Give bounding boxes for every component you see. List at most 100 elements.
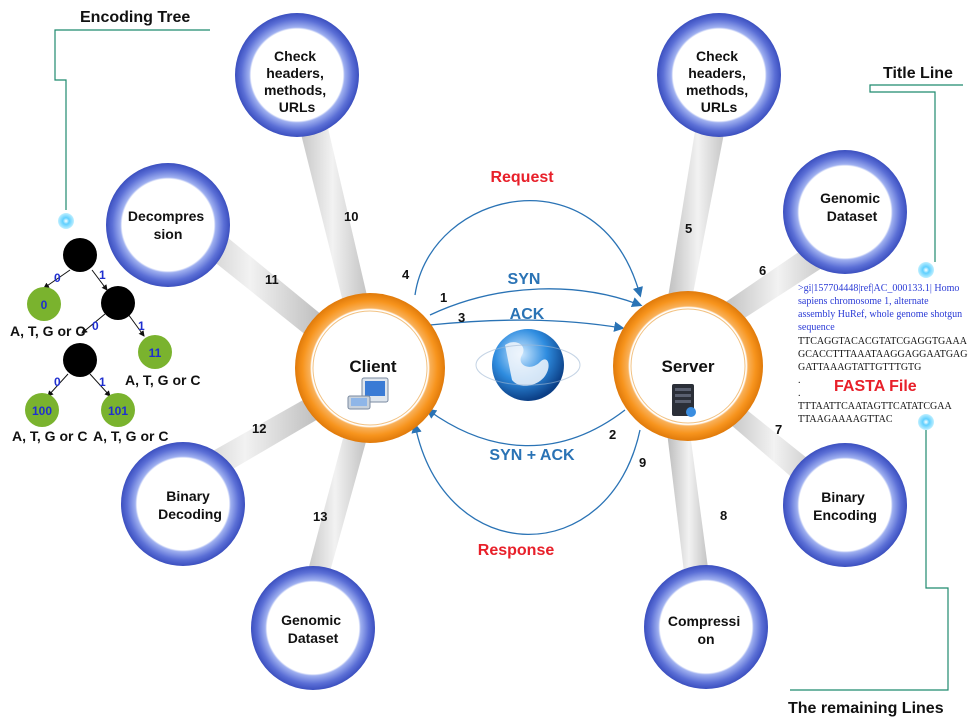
tree-node: [101, 286, 135, 320]
step-number: 4: [402, 267, 410, 282]
fasta-header-line: sequence: [798, 322, 835, 333]
syn-label: SYN: [508, 271, 541, 288]
fasta-header-line: assembly HuRef, whole genome shotgun: [798, 309, 962, 320]
leaf-caption: A, T, G or C: [93, 428, 168, 444]
node-text-line: URLs: [701, 99, 738, 115]
syn-ack-label: SYN + ACK: [489, 447, 575, 464]
tree-node: [63, 238, 97, 272]
client-node-binary-decoding: Binary Decoding: [121, 442, 245, 566]
leaf-caption: A, T, G or C: [10, 323, 85, 339]
step-number: 10: [344, 209, 358, 224]
node-text-line: Binary: [166, 488, 210, 504]
fasta-panel: Title Line >gi|157704448|ref|AC_000133.1…: [788, 65, 968, 717]
svg-text:Genomic Dataset: Genomic Dataset: [281, 612, 345, 646]
node-text-line: Decompres: [128, 208, 204, 224]
tree-leaf: [138, 335, 172, 369]
tree-leaf: [101, 393, 135, 427]
svg-text:Binary Encoding: Binary Encoding: [813, 489, 877, 523]
node-text-line: headers,: [688, 65, 746, 81]
fasta-ellipsis: .: [798, 375, 801, 386]
step-number: 13: [313, 509, 327, 524]
edge-label: 0: [54, 271, 61, 285]
edge-label: 0: [54, 375, 61, 389]
server-label: Server: [662, 357, 715, 376]
message-arrows: [411, 200, 643, 536]
node-text-line: Genomic: [820, 190, 880, 206]
edge-label: 1: [99, 375, 106, 389]
step-number: 12: [252, 421, 266, 436]
leaf-caption: A, T, G or C: [125, 372, 200, 388]
step-number: 6: [759, 263, 766, 278]
fasta-file-label: FASTA File: [834, 378, 917, 395]
leaf-caption: A, T, G or C: [12, 428, 87, 444]
node-text-line: Dataset: [288, 630, 339, 646]
marker-dot: [58, 213, 74, 229]
step-number: 2: [609, 427, 616, 442]
step-number: 11: [265, 272, 279, 287]
response-label: Response: [478, 542, 555, 559]
svg-text:Check headers, met: Check headers, methods, URLs: [686, 48, 752, 115]
node-text-line: Compressi: [668, 613, 740, 629]
leaf-code: 11: [149, 346, 162, 360]
server-node-genomic-dataset: Genomic Dataset: [783, 150, 907, 274]
svg-text:Binary Decoding: Binary Decoding: [158, 488, 222, 522]
node-text-line: Decoding: [158, 506, 222, 522]
client-node-decompression: Decompres sion: [106, 163, 230, 287]
step-number: 3: [458, 310, 465, 325]
marker-dot: [918, 262, 934, 278]
step-numbers: 1 2 3 4 5 6 7 8 9 10 11 12 13: [252, 209, 782, 524]
server-tower-icon: [672, 384, 696, 417]
leaf-code: 101: [108, 404, 128, 418]
server-node-binary-encoding: Binary Encoding: [783, 443, 907, 567]
request-label: Request: [490, 169, 554, 186]
step-number: 7: [775, 422, 782, 437]
client-label: Client: [349, 357, 397, 376]
fasta-header-line: sapiens chromosome 1, alternate: [798, 296, 929, 307]
svg-text:Decompres sion: Decompres sion: [128, 208, 208, 242]
request-arrow: [414, 200, 643, 298]
fasta-header-line: >gi|157704448|ref|AC_000133.1| Homo: [798, 283, 959, 294]
leaf-code: 100: [32, 404, 52, 418]
server-node-compression: Compressi on: [644, 565, 768, 689]
client-node-genomic-dataset: Genomic Dataset: [251, 566, 375, 690]
ack-arrow: [429, 319, 625, 332]
fasta-sequence-line: GATTAAAGTATTGTTTGTG: [798, 362, 921, 373]
fasta-sequence-line: TTAAGAAAAGTTAC: [798, 414, 893, 425]
fasta-sequence-line: TTCAGGTACACGTATCGAGGTGAAA: [798, 336, 968, 347]
edge-label: 1: [99, 268, 106, 282]
response-arrow: [411, 422, 641, 536]
encoding-tree: Encoding Tree 0 1 0 1 0 1 0 11: [10, 9, 210, 444]
marker-dot: [918, 414, 934, 430]
edge-label: 1: [138, 319, 145, 333]
svg-text:Compressi on: Compressi on: [668, 613, 744, 647]
node-text-line: methods,: [264, 82, 326, 98]
step-number: 8: [720, 508, 727, 523]
fasta-sequence-line: GCACCTTTAAATAAGGAGGAATGAG: [798, 349, 968, 360]
syn-ack-arrow: [425, 408, 626, 447]
svg-text:Check headers, met: Check headers, methods, URLs: [264, 48, 330, 115]
step-number: 1: [440, 290, 447, 305]
tree-leaf: [27, 287, 61, 321]
leaf-code: 0: [41, 298, 48, 312]
svg-text:Genomic Dataset: Genomic Dataset: [820, 190, 884, 224]
computer-icon: [347, 377, 389, 410]
node-text-line: Binary: [821, 489, 865, 505]
step-number: 5: [685, 221, 692, 236]
fasta-sequence-line: TTTAATTCAATAGTTCATATCGAA: [798, 401, 952, 412]
syn-arrow: [429, 288, 643, 316]
node-text-line: on: [697, 631, 714, 647]
step-number: 9: [639, 455, 646, 470]
server-hub: Server: [613, 291, 763, 441]
node-text-line: sion: [154, 226, 183, 242]
client-hub: Client: [295, 293, 445, 443]
globe-icon: [475, 329, 581, 401]
encoding-tree-title: Encoding Tree: [80, 9, 190, 26]
remaining-lines-label: The remaining Lines: [788, 700, 944, 717]
node-text-line: URLs: [279, 99, 316, 115]
node-text-line: methods,: [686, 82, 748, 98]
node-text-line: Genomic: [281, 612, 341, 628]
tree-node: [63, 343, 97, 377]
server-node-check-headers: Check headers, methods, URLs: [657, 13, 781, 137]
node-text-line: Dataset: [827, 208, 878, 224]
